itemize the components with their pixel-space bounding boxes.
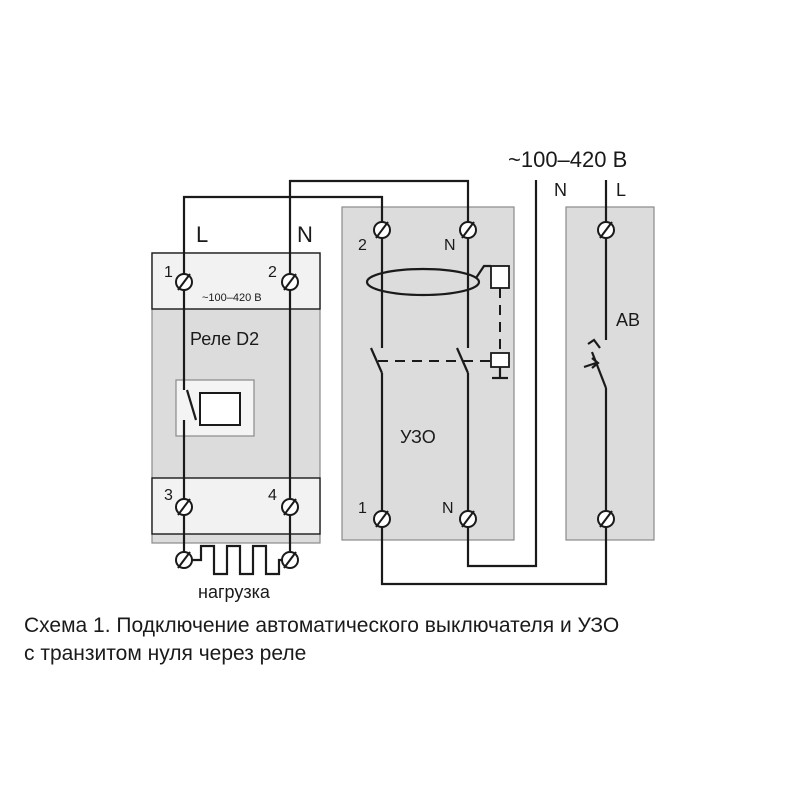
rcd-sensor-lead [475, 264, 491, 279]
figure-caption: Схема 1. Подключение автоматического вык… [24, 612, 784, 668]
rcd-term-1-label: 1 [358, 500, 367, 517]
rcd-body [341, 206, 515, 541]
terminal-breaker-top [597, 221, 615, 239]
rcd-contact-icon-right [455, 347, 470, 374]
terminal-relay-4 [281, 498, 299, 516]
breaker-contact-icon [590, 351, 608, 389]
caption-line-1: Схема 1. Подключение автоматического вык… [24, 614, 620, 637]
supply-l-label: L [616, 180, 626, 200]
relay-term-1-label: 1 [164, 264, 173, 281]
load-resistor-icon [184, 544, 290, 576]
relay-term-2-label: 2 [268, 264, 277, 281]
terminal-relay-3 [175, 498, 193, 516]
wire-breaker-to-rcd-1 [380, 519, 608, 586]
relay-contact-icon [185, 389, 198, 421]
terminal-relay-2 [281, 273, 299, 291]
load-label: нагрузка [198, 582, 271, 602]
wire-relay-n-to-rcd-n [288, 179, 470, 282]
rcd-sensor-icon [490, 265, 510, 289]
terminal-load-right [281, 551, 299, 569]
rcd-current-transformer-icon [365, 267, 481, 297]
rcd-term-n-bottom-label: N [442, 500, 454, 517]
rcd-contact-icon-left [369, 347, 384, 374]
relay-coil-icon [199, 392, 241, 426]
supply-n-label: N [554, 180, 567, 200]
relay-term-4-label: 4 [268, 487, 277, 504]
wire-supply-n-to-rcd-n-bottom [466, 180, 538, 568]
terminal-rcd-n-top [459, 221, 477, 239]
caption-line-2: с транзитом нуля через реле [24, 642, 307, 665]
breaker-body [565, 206, 655, 541]
relay-term-3-label: 3 [164, 487, 173, 504]
terminal-breaker-bottom [597, 510, 615, 528]
relay-n-label: N [297, 222, 313, 247]
terminal-relay-1 [175, 273, 193, 291]
terminal-rcd-1 [373, 510, 391, 528]
breaker-module [565, 206, 655, 541]
terminal-load-left [175, 551, 193, 569]
rcd-module [341, 206, 515, 541]
relay-voltage-label: ~100–420 В [202, 292, 262, 304]
rcd-actuator-icon [490, 352, 510, 368]
relay-name-label: Реле D2 [190, 329, 259, 349]
terminals [175, 221, 615, 569]
rcd-term-2-label: 2 [358, 237, 367, 254]
rcd-term-n-top-label: N [444, 237, 456, 254]
terminal-rcd-n-bottom [459, 510, 477, 528]
wires [182, 179, 608, 586]
supply-voltage-label: ~100–420 В [508, 147, 627, 172]
breaker-name-label: АВ [616, 310, 640, 330]
terminal-rcd-2 [373, 221, 391, 239]
breaker-trip-icon [587, 338, 601, 349]
relay-l-label: L [196, 222, 208, 247]
wire-relay-l-to-rcd-2 [182, 195, 384, 282]
rcd-name-label: УЗО [400, 427, 436, 447]
